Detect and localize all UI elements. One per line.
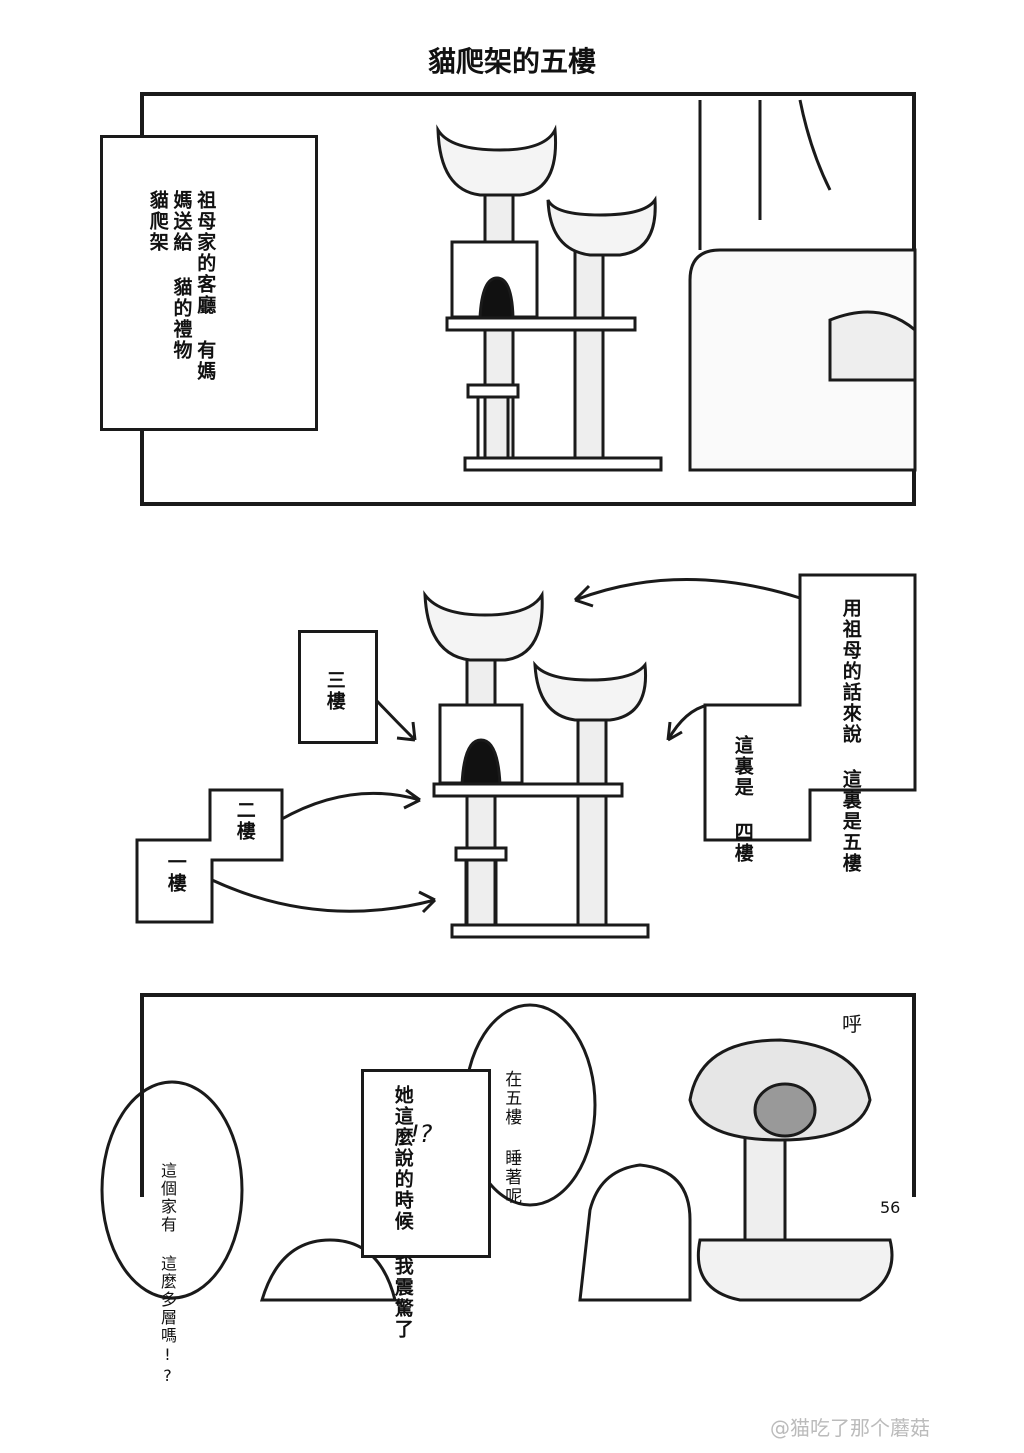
caption-line: 這裏是五樓	[839, 769, 862, 874]
caption-line: 這裏是	[731, 735, 754, 798]
caption-line: 貓的禮物	[170, 277, 193, 361]
caption-line: 有媽媽送給	[170, 190, 217, 382]
label-floor1: 一樓	[164, 852, 187, 894]
bubble-left-text: 這個家有 這麼多層嗎!?	[157, 1162, 177, 1387]
watermark: @猫吃了那个蘑菇	[770, 1416, 930, 1440]
speech-bubble-left	[100, 1080, 244, 1300]
caption-floor4: 這裏是 四樓	[730, 735, 754, 864]
page-title: 貓爬架的五樓	[427, 45, 596, 78]
bubble-line: 這麼多層嗎!?	[158, 1255, 177, 1387]
narration-line: 她這麼說的時候	[391, 1085, 414, 1232]
caption-box-floor3	[298, 630, 378, 744]
caption-box-floors-1-2	[135, 788, 284, 924]
page-number: 56	[880, 1198, 901, 1217]
caption-line: 四樓	[731, 822, 754, 864]
bubble-line: 睡著呢	[501, 1149, 522, 1206]
bubble-line: 這個家有	[158, 1162, 177, 1234]
label-floor2: 二樓	[233, 800, 256, 842]
caption-line: 貓爬架	[146, 190, 169, 253]
bubble-line: 在五樓	[501, 1070, 522, 1127]
bubble-grandma-text: 在五樓 睡著呢	[500, 1070, 521, 1206]
caption-box-intro	[100, 135, 318, 431]
cat-tree-illustration-1	[436, 99, 917, 472]
cat-tree-illustration-2	[423, 590, 650, 939]
caption-line: 祖母家的客廳	[194, 190, 217, 316]
sfx-surprise: !?	[410, 1120, 433, 1148]
caption-grandma-words: 用祖母的話來說 這裏是五樓	[838, 598, 862, 874]
narration-text: 她這麼說的時候 我震驚了	[390, 1085, 414, 1340]
arrows	[211, 578, 801, 914]
label-floor3: 三樓	[323, 670, 346, 712]
narration-line: 我震驚了	[391, 1256, 414, 1340]
caption-box-right	[703, 573, 917, 842]
narration-box	[361, 1069, 491, 1258]
caption-intro: 祖母家的客廳 有媽媽送給 貓的禮物 貓爬架	[145, 190, 217, 390]
caption-line: 用祖母的話來說	[839, 598, 862, 745]
sfx-breath: 呼	[842, 1012, 862, 1036]
